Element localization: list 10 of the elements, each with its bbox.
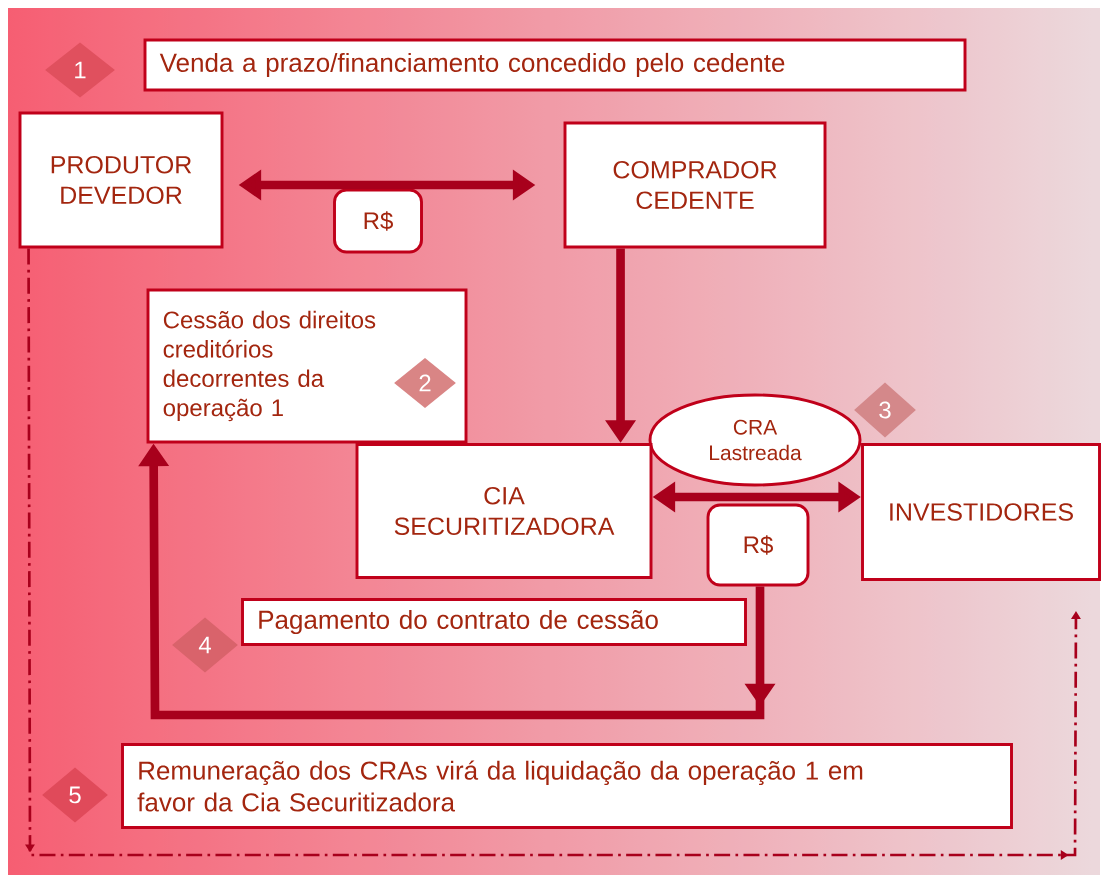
party-box: COMPRADOR CEDENTE	[563, 121, 827, 249]
step-box: Remuneração dos CRAs virá da liquidação da operação 1 em favor da Cia Securitizadora	[121, 743, 1013, 829]
party-box: INVESTIDORES	[861, 443, 1101, 581]
step-box: Venda a prazo/financiamento concedido pelo cedente	[143, 38, 967, 92]
party-box: PRODUTOR DEVEDOR	[18, 111, 224, 249]
amount-box: R$	[706, 503, 810, 587]
amount-box: R$	[333, 188, 423, 254]
arrow	[25, 248, 1081, 860]
party-box: CIA SECURITIZADORA	[355, 443, 653, 579]
step-box: Pagamento do contrato de cessão	[241, 598, 747, 646]
